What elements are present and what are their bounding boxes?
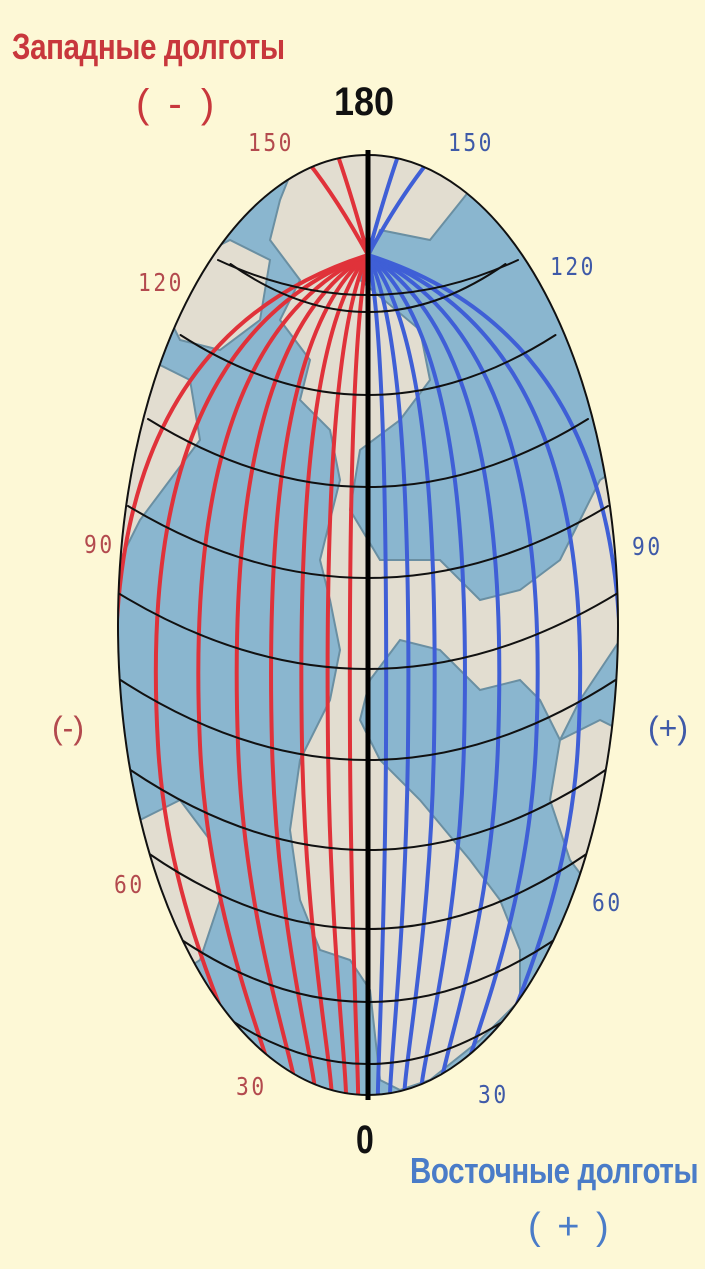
pole-stub-1: [336, 155, 370, 257]
east-meridian-4: [366, 253, 502, 1095]
east-meridian-0: [366, 253, 389, 1095]
west-tick-120: 120: [138, 268, 185, 297]
west-meridian-0: [347, 253, 370, 1095]
west-side-sign: (-): [52, 710, 84, 746]
west-meridian-5: [196, 253, 370, 1095]
west-tick-60: 60: [114, 870, 145, 899]
east-longitudes-title: Восточные долготы: [410, 1150, 699, 1191]
west-tick-30: 30: [236, 1072, 267, 1101]
pole-stub-3: [366, 160, 430, 257]
pole-stub-2: [366, 155, 400, 257]
west-meridian-2: [299, 253, 370, 1095]
meridian-0-label: 0: [356, 1118, 374, 1162]
east-tick-120: 120: [550, 252, 597, 281]
east-sign: ( + ): [528, 1206, 612, 1248]
east-meridian-3: [366, 253, 467, 1095]
east-meridian-2: [366, 253, 437, 1095]
west-tick-90: 90: [84, 530, 115, 559]
east-side-sign: (+): [648, 710, 688, 746]
east-tick-60: 60: [592, 888, 623, 917]
east-tick-30: 30: [478, 1080, 509, 1109]
west-sign: ( - ): [136, 82, 219, 126]
west-meridian-1: [325, 253, 370, 1095]
east-meridian-1: [366, 253, 411, 1095]
east-tick-150: 150: [448, 128, 495, 157]
west-meridian-3: [269, 253, 370, 1095]
west-meridian-4: [234, 253, 370, 1095]
meridian-180-label: 180: [334, 80, 395, 124]
east-tick-90: 90: [632, 532, 663, 561]
west-tick-150: 150: [248, 128, 295, 157]
west-longitudes-title: Западные долготы: [12, 26, 285, 67]
pole-stub-0: [306, 160, 370, 257]
east-meridian-5: [366, 253, 540, 1095]
